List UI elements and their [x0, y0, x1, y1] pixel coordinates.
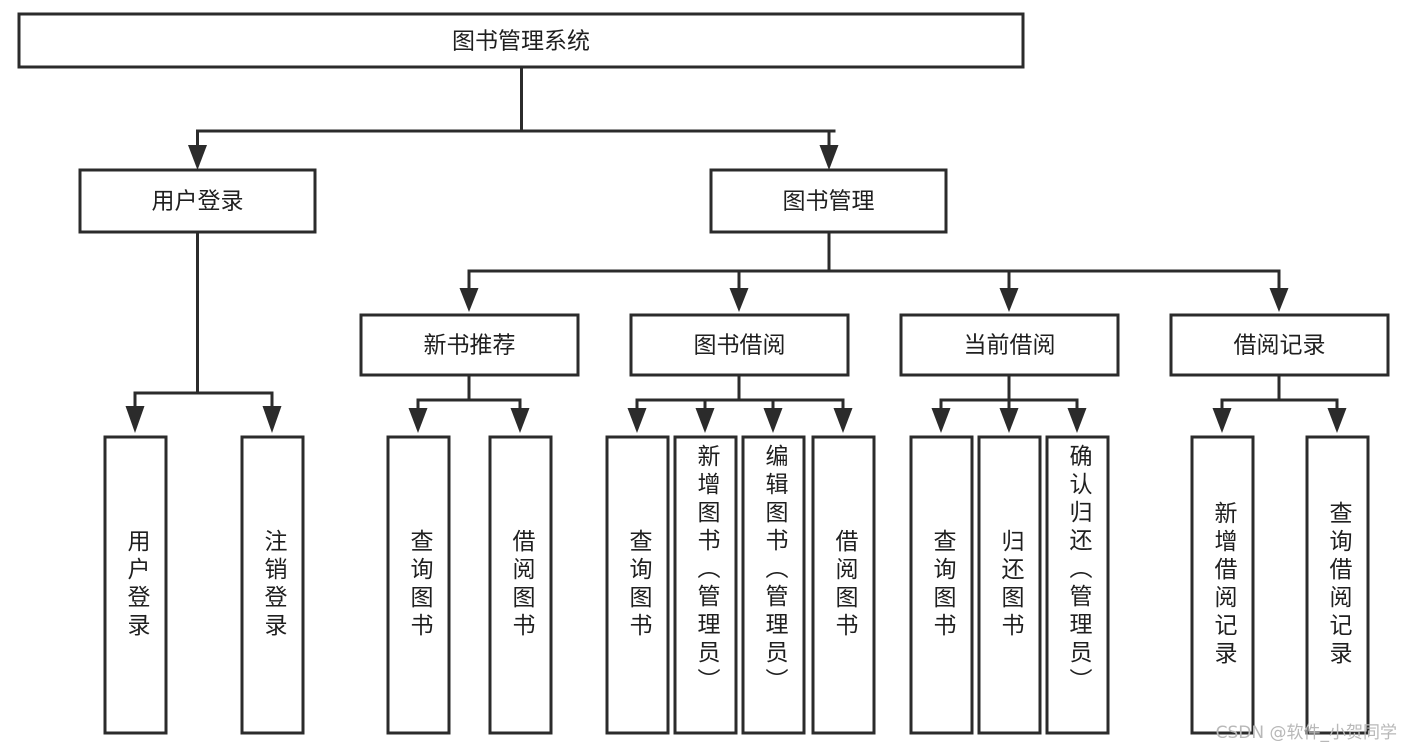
leaf-box-edit-book[interactable] [741, 435, 806, 735]
leaf-box-borrow-book-2[interactable] [811, 435, 876, 735]
node-user-login-label: 用户登录 [152, 189, 244, 215]
leaf-box-return-book[interactable] [977, 435, 1042, 735]
connector-currentborrow-to-leaves [931, 373, 1087, 433]
leaf-box-query-book-2[interactable] [605, 435, 670, 735]
connector-root-to-level2 [188, 65, 839, 170]
node-book-borrow[interactable]: 图书借阅 [629, 313, 850, 377]
leaf-box-query-book-3[interactable] [909, 435, 974, 735]
node-root-label: 图书管理系统 [452, 29, 590, 55]
leaf-box-confirm-return[interactable] [1045, 435, 1110, 735]
leaf-box-query-record[interactable] [1305, 435, 1370, 735]
leaf-box-user-logout[interactable] [240, 435, 305, 735]
node-root[interactable]: 图书管理系统 [17, 12, 1025, 69]
node-borrow-record[interactable]: 借阅记录 [1169, 313, 1390, 377]
connector-borrowrecord-to-leaves [1212, 373, 1347, 433]
leaf-box-query-book-1[interactable] [386, 435, 451, 735]
leaf-box-borrow-book-1[interactable] [488, 435, 553, 735]
connector-userlogin-to-leaves [125, 230, 282, 433]
connector-bookborrow-to-leaves [627, 373, 853, 433]
connector-newbookrec-to-leaves [408, 373, 530, 433]
node-book-manage-label: 图书管理 [783, 189, 875, 215]
leaf-box-add-record[interactable] [1190, 435, 1255, 735]
leaf-box-add-book[interactable] [673, 435, 738, 735]
node-new-book-rec[interactable]: 新书推荐 [359, 313, 580, 377]
node-borrow-record-label: 借阅记录 [1234, 333, 1326, 359]
csdn-watermark: CSDN @软件_小贺同学 [1215, 723, 1397, 743]
node-current-borrow-label: 当前借阅 [964, 333, 1056, 359]
node-current-borrow[interactable]: 当前借阅 [899, 313, 1120, 377]
node-book-borrow-label: 图书借阅 [694, 333, 786, 359]
node-new-book-rec-label: 新书推荐 [424, 333, 516, 359]
connector-bookmanage-to-level3 [459, 230, 1289, 312]
node-book-manage[interactable]: 图书管理 [709, 168, 948, 234]
node-user-login[interactable]: 用户登录 [78, 168, 317, 234]
leaf-box-user-login[interactable] [103, 435, 168, 735]
